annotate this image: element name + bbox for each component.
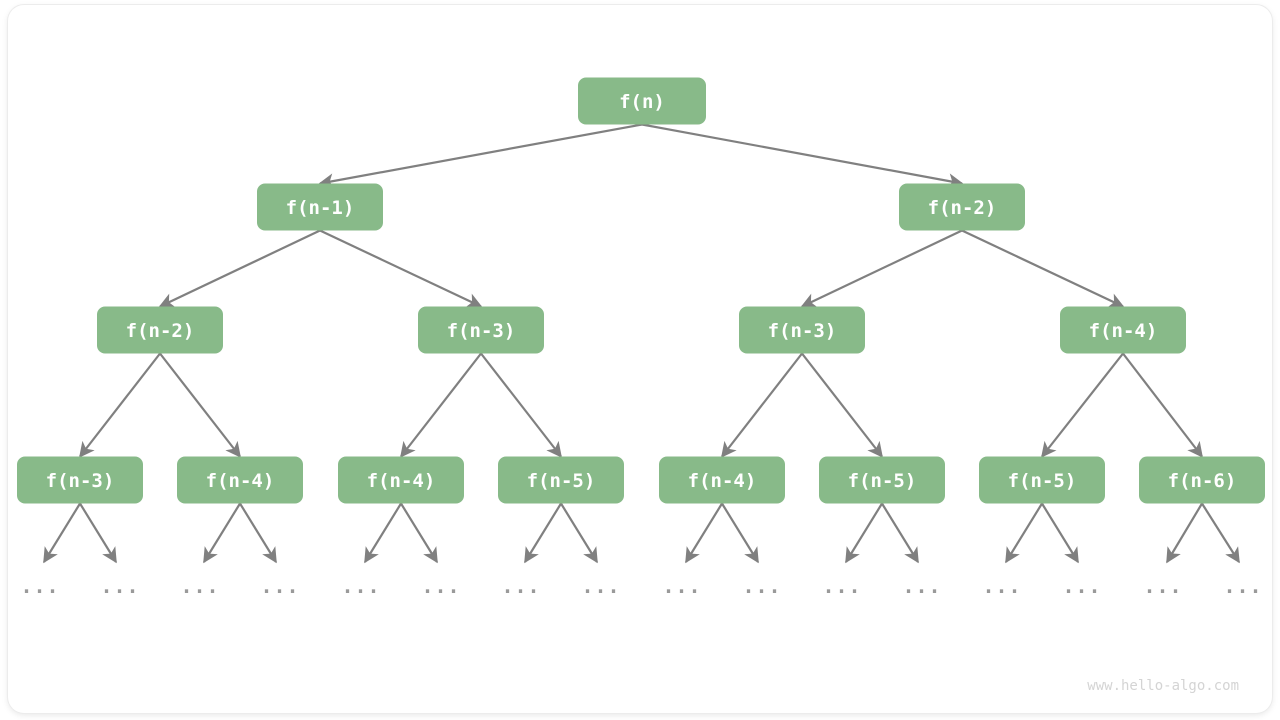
tree-edge [961, 229, 1125, 308]
tree-node-label: f(n-3) [447, 320, 516, 342]
tree-edge [480, 352, 562, 458]
tree-edge [318, 123, 643, 189]
tree-edge-leaf [400, 502, 438, 564]
tree-edge-leaf [524, 502, 562, 564]
tree-node-box [97, 306, 223, 354]
ellipsis-label: ... [20, 574, 59, 598]
tree-node-label: f(n-2) [126, 320, 195, 342]
tree-node-box [979, 456, 1105, 504]
tree-edge-leaf [721, 502, 759, 564]
tree-node: f(n-5) [498, 456, 624, 504]
ellipsis-label: ... [501, 574, 540, 598]
tree-edge-leaf [1005, 502, 1043, 564]
ellipsis-layer: ........................................… [20, 574, 1262, 598]
tree-node: f(n-3) [17, 456, 143, 504]
tree-node-box [177, 456, 303, 504]
tree-node-label: f(n-4) [1089, 320, 1158, 342]
ellipsis-label: ... [902, 574, 941, 598]
tree-node-box [418, 306, 544, 354]
ellipsis-label: ... [260, 574, 299, 598]
ellipsis-label: ... [742, 574, 781, 598]
ellipsis-label: ... [1223, 574, 1262, 598]
tree-edge-leaf [239, 502, 277, 564]
tree-edge [400, 352, 482, 458]
tree-edge-leaf [881, 502, 919, 564]
tree-edge-leaf [203, 502, 241, 564]
tree-node: f(n-2) [97, 306, 223, 354]
tree-node-label: f(n-2) [928, 197, 997, 219]
tree-node-label: f(n-3) [768, 320, 837, 342]
edges-layer [79, 123, 1203, 458]
tree-node-label: f(n-6) [1168, 470, 1237, 492]
tree-node-label: f(n-3) [46, 470, 115, 492]
tree-edge [79, 352, 161, 458]
tree-node-box [338, 456, 464, 504]
leaf-stubs-layer [43, 502, 1240, 564]
tree-edge [1122, 352, 1203, 458]
tree-node: f(n-5) [819, 456, 945, 504]
tree-edge-leaf [1201, 502, 1240, 564]
ellipsis-label: ... [421, 574, 460, 598]
tree-node-label: f(n-5) [1008, 470, 1077, 492]
tree-edge [319, 229, 483, 308]
ellipsis-label: ... [662, 574, 701, 598]
tree-node-box [659, 456, 785, 504]
tree-node-label: f(n-1) [286, 197, 355, 219]
tree-node: f(n-4) [338, 456, 464, 504]
tree-node-box [498, 456, 624, 504]
tree-edge-leaf [1166, 502, 1203, 564]
tree-edge [159, 352, 241, 458]
tree-node: f(n) [578, 77, 706, 125]
tree-node-box [899, 183, 1025, 231]
tree-edge [158, 229, 321, 308]
tree-node: f(n-4) [659, 456, 785, 504]
ellipsis-label: ... [100, 574, 139, 598]
tree-edge-leaf [685, 502, 723, 564]
tree-edge-leaf [364, 502, 402, 564]
tree-edge-leaf [79, 502, 117, 564]
tree-node: f(n-3) [739, 306, 865, 354]
tree-node-label: f(n-4) [688, 470, 757, 492]
tree-node: f(n-4) [177, 456, 303, 504]
tree-edge-leaf [560, 502, 598, 564]
ellipsis-label: ... [180, 574, 219, 598]
tree-edge-leaf [43, 502, 81, 564]
ellipsis-label: ... [1062, 574, 1101, 598]
tree-edge-leaf [1041, 502, 1079, 564]
tree-edge [800, 229, 963, 308]
tree-node: f(n-3) [418, 306, 544, 354]
tree-node-label: f(n-5) [527, 470, 596, 492]
tree-node: f(n-1) [257, 183, 383, 231]
tree-node-box [1060, 306, 1186, 354]
ellipsis-label: ... [341, 574, 380, 598]
tree-node-label: f(n) [619, 91, 665, 113]
nodes-layer: f(n) f(n-1) f(n-2) f(n-2) f(n-3) f(n-3) f(n-4)… [17, 77, 1265, 504]
tree-node-label: f(n-5) [848, 470, 917, 492]
tree-node-box [257, 183, 383, 231]
watermark: www.hello-algo.com [1087, 678, 1239, 694]
tree-node: f(n-2) [899, 183, 1025, 231]
ellipsis-label: ... [1143, 574, 1182, 598]
tree-edge [641, 123, 964, 189]
tree-edge [1041, 352, 1124, 458]
tree-node-box [578, 77, 706, 125]
tree-edge [721, 352, 803, 458]
ellipsis-label: ... [982, 574, 1021, 598]
tree-node: f(n-5) [979, 456, 1105, 504]
tree-edge [801, 352, 883, 458]
tree-node-box [819, 456, 945, 504]
tree-node: f(n-4) [1060, 306, 1186, 354]
tree-node-box [739, 306, 865, 354]
tree-node-label: f(n-4) [367, 470, 436, 492]
tree-node: f(n-6) [1139, 456, 1265, 504]
tree-node-label: f(n-4) [206, 470, 275, 492]
ellipsis-label: ... [822, 574, 861, 598]
ellipsis-label: ... [581, 574, 620, 598]
tree-node-box [1139, 456, 1265, 504]
tree-node-box [17, 456, 143, 504]
tree-edge-leaf [845, 502, 883, 564]
